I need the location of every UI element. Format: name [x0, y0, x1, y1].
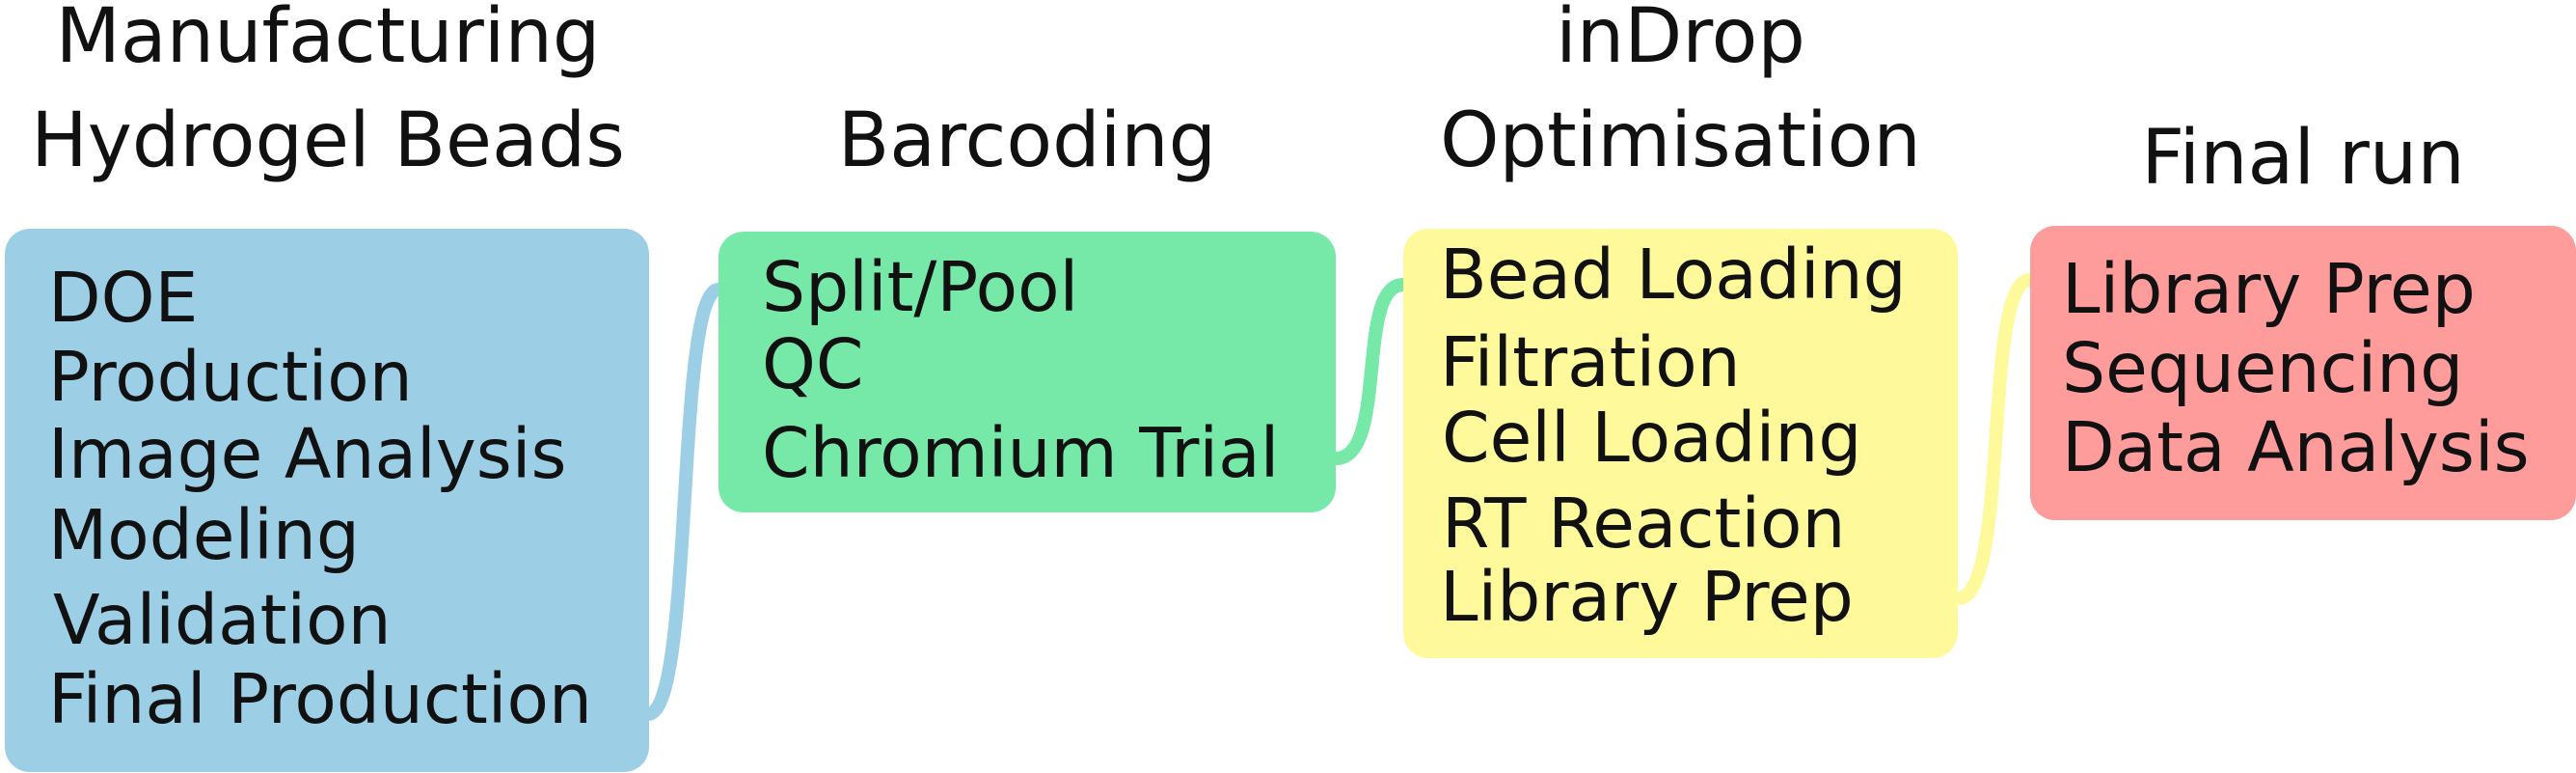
stage-item: Final Production — [48, 659, 592, 739]
stage-item: Split/Pool — [762, 247, 1079, 327]
stage-box-final: Library Prep Sequencing Data Analysis — [2030, 226, 2576, 520]
stage-item: Library Prep — [2062, 249, 2476, 329]
stage-item: Cell Loading — [1442, 398, 1862, 478]
stage-item: QC — [762, 324, 864, 404]
stage-item: Data Analysis — [2062, 407, 2530, 487]
stage-title-indrop: inDrop Optimisation — [1403, 0, 1958, 193]
stage-title-line: Optimisation — [1440, 97, 1921, 184]
stage-title-line: Final run — [2141, 115, 2465, 202]
stage-title-barcoding: Barcoding — [719, 89, 1336, 193]
stage-item: Sequencing — [2062, 328, 2464, 408]
stage-box-manufacturing: DOE Production Image Analysis Modeling V… — [5, 229, 649, 772]
stage-title-line: Barcoding — [837, 97, 1217, 184]
stage-item: DOE — [48, 258, 199, 338]
connector-manufacturing-to-barcoding — [641, 283, 725, 721]
stage-box-barcoding: Split/Pool QC Chromium Trial — [719, 232, 1336, 512]
stage-item: Bead Loading — [1440, 235, 1907, 315]
stage-item: RT Reaction — [1442, 483, 1846, 564]
stage-item: Filtration — [1440, 322, 1741, 402]
stage-title-manufacturing: Manufacturing Hydrogel Beads — [0, 0, 656, 193]
stage-title-line: Hydrogel Beads — [31, 97, 625, 184]
stage-title-line: inDrop — [1556, 0, 1805, 80]
connector-barcoding-to-indrop — [1329, 278, 1410, 465]
stage-item: Validation — [53, 580, 392, 660]
stage-item: Library Prep — [1440, 557, 1854, 637]
stage-title-final: Final run — [2030, 106, 2576, 210]
stage-item: Production — [48, 337, 413, 417]
stage-title-line: Manufacturing — [55, 0, 601, 80]
stage-item: Image Analysis — [48, 414, 567, 494]
stage-item: Chromium Trial — [762, 413, 1280, 493]
connector-indrop-to-final — [1951, 273, 2037, 605]
stage-box-indrop: Bead Loading Filtration Cell Loading RT … — [1403, 229, 1958, 658]
stage-item: Modeling — [48, 495, 360, 575]
